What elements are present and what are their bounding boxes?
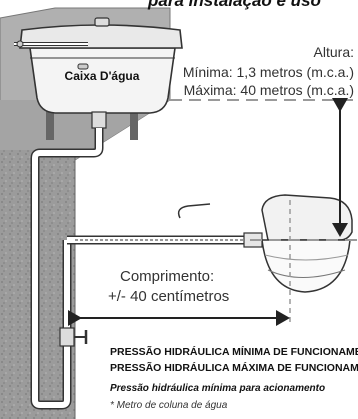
- length-title: Comprimento:: [120, 268, 215, 285]
- pressure-activation-line: Pressão hidráulica mínima para acionamen…: [110, 383, 326, 394]
- roof-shadow: [0, 100, 170, 160]
- height-title: Altura:: [313, 44, 354, 60]
- height-max: Máxima: 40 metros (m.c.a.): [183, 82, 354, 98]
- page-title: para instalação e uso: [148, 0, 321, 10]
- footnote: * Metro de coluna de água: [110, 400, 228, 411]
- pressure-min-line: PRESSÃO HIDRÁULICA MÍNIMA DE FUNCIONAMEN…: [110, 346, 358, 358]
- tank-support-left: [46, 100, 54, 140]
- water-tank: [14, 17, 183, 114]
- tank-label: Caixa D'água: [64, 69, 140, 83]
- tank-support-right: [130, 100, 138, 140]
- register-valve-icon: [59, 327, 88, 347]
- pressure-max-line: PRESSÃO HIDRÁULICA MÁXIMA DE FUNCIONAMEN…: [110, 362, 358, 374]
- height-min: Mínima: 1,3 metros (m.c.a.): [182, 64, 354, 80]
- electric-shower-icon: [177, 194, 353, 293]
- tank-outlet-valve: [91, 111, 107, 129]
- length-value: +/- 40 centímetros: [108, 288, 230, 305]
